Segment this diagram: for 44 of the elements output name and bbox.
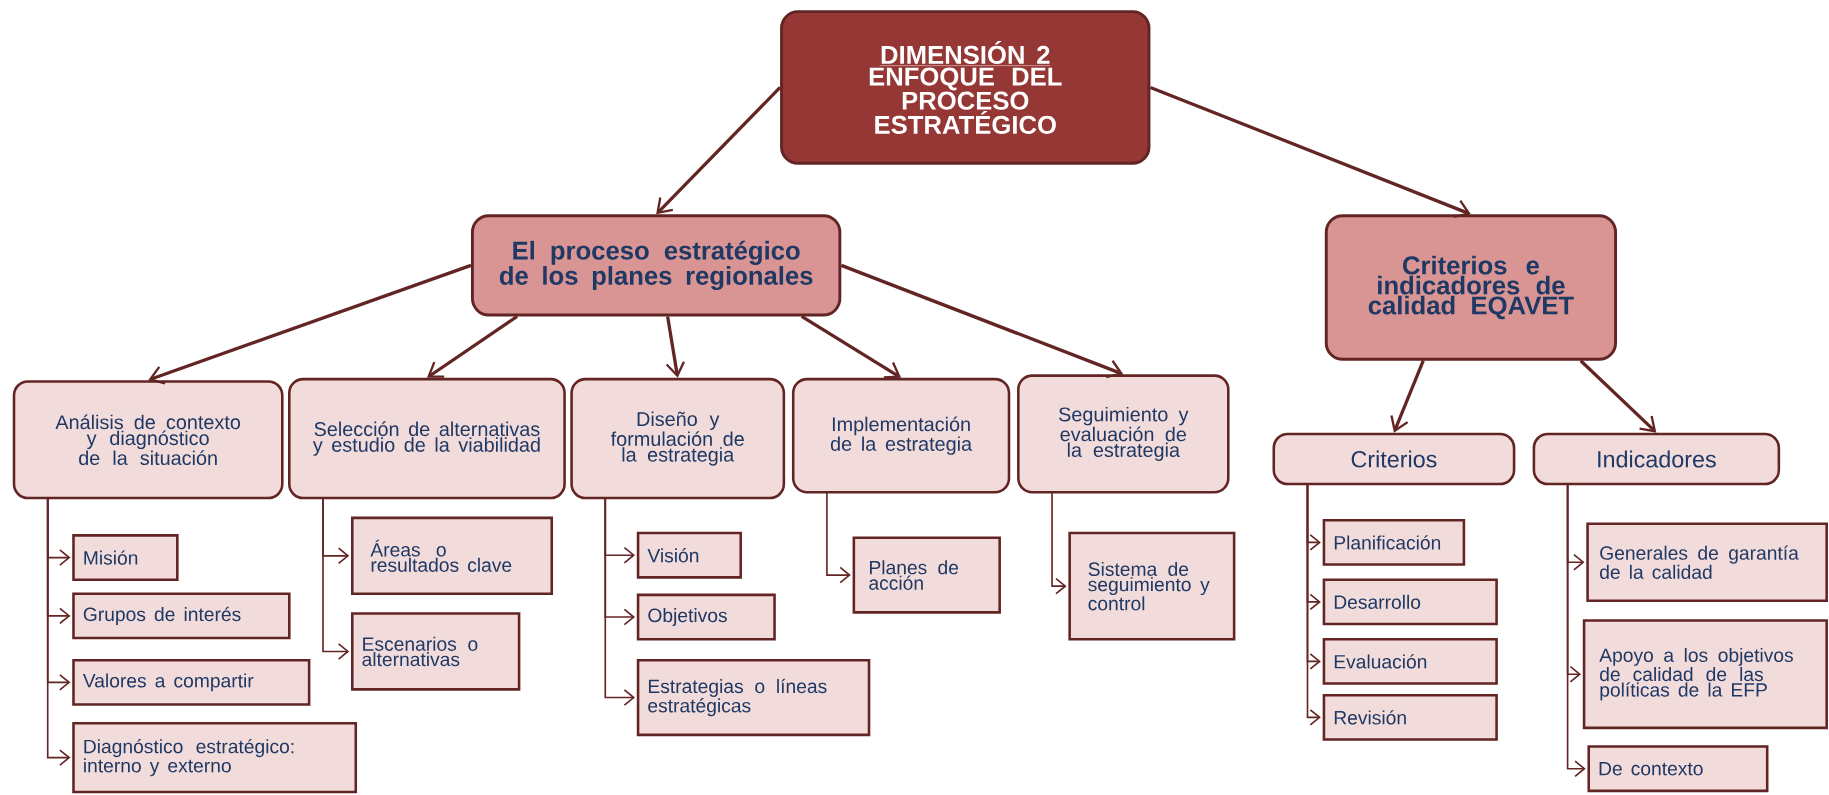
subtopic-box: Análisis de contexto y diagnóstico de la situación [12, 380, 284, 500]
subtopic-box: Indicadores [1532, 432, 1781, 486]
subtopic-box: Selección de alternativas y estudio de la viabilidad [288, 377, 566, 500]
arrow [1390, 360, 1425, 433]
item-box: Generales de garantía de la calidad [1586, 522, 1828, 602]
arrow [800, 315, 902, 379]
arrow [604, 497, 636, 706]
subtopic-box: Criterios [1272, 432, 1516, 486]
item-box: Revisión [1322, 693, 1498, 741]
subtopic-box: Seguimiento y evaluación de la estrategia [1017, 374, 1230, 494]
arrow [148, 263, 472, 385]
arrow [1149, 85, 1471, 219]
item-box: Diagnóstico estratégico: interno y externo [72, 721, 358, 794]
item-box: Valores a compartir [72, 658, 311, 706]
arrow [426, 315, 519, 378]
item-box: Visión [636, 531, 742, 579]
item-box: Evaluación [1322, 637, 1498, 685]
subtopic-box: Diseño y formulación de la estrategia [570, 377, 786, 500]
item-box: Apoyo a los objetivos de calidad de las políticas de la EFP [1582, 619, 1828, 730]
item-box: Objetivos [636, 593, 776, 641]
item-box: Sistema de seguimiento y control [1068, 531, 1236, 641]
arrow [665, 316, 685, 378]
arrow [1306, 483, 1321, 726]
arrow [656, 86, 782, 215]
arrow [826, 491, 851, 584]
item-box: Grupos de interés [72, 592, 291, 640]
arrow [1579, 359, 1657, 433]
arrow [840, 263, 1124, 379]
arrow [322, 497, 350, 660]
heading-box: DIMENSIÓN 2 ENFOQUE DEL PROCESO ESTRATÉGICO [780, 10, 1151, 165]
item-box: Desarrollo [1322, 578, 1498, 626]
subtopic-box: Implementación de la estrategia [791, 377, 1011, 494]
arrow [1566, 483, 1586, 778]
item-box: Misión [72, 534, 179, 581]
item-box: Áreas o resultados clave [351, 516, 554, 595]
item-box: Escenarios o alternativas [351, 612, 521, 691]
item-box: Planificación [1322, 518, 1466, 566]
item-box: De contexto [1587, 745, 1769, 793]
arrow [46, 497, 71, 766]
topic-box: El proceso estratégico de los planes regionales [470, 214, 842, 317]
item-box: Planes de acción [852, 536, 1001, 614]
item-box: Estrategias o líneas estratégicas [636, 658, 871, 737]
arrow [1051, 491, 1067, 595]
topic-box: Criterios e indicadores de calidad EQAVET [1324, 214, 1617, 361]
